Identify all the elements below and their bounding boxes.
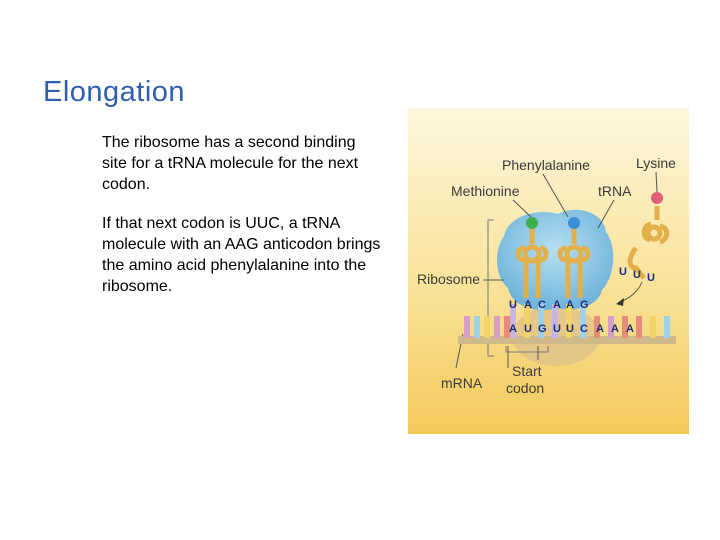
ribosome-bracket [487, 219, 494, 357]
arrow-head [616, 298, 624, 306]
phenylalanine-amino-acid [568, 217, 580, 229]
anticodon-base-5: A [566, 299, 574, 311]
trna-methionine [515, 228, 549, 298]
figure-svg: U A C A A G U U U A U G U U C A [408, 108, 689, 434]
anticodon-base-1: U [509, 299, 517, 311]
trna-lysine-incoming [627, 206, 670, 280]
anticodon-base-4: A [553, 299, 561, 311]
ribosome-large-subunit [496, 209, 614, 310]
slide-body: The ribosome has a second binding site f… [102, 132, 382, 315]
mrna-base-4: U [553, 323, 561, 335]
incoming-anticodon-letters: U U U [619, 266, 655, 284]
slide-title: Elongation [43, 76, 186, 108]
mrna-backbone [458, 336, 676, 344]
label-trna: tRNA [598, 183, 632, 199]
anticodon-base-2: A [524, 299, 532, 311]
paragraph-ribosome-binding-site: The ribosome has a second binding site f… [102, 134, 359, 193]
mrna-base-7: A [596, 323, 604, 335]
label-start: Start [512, 363, 542, 379]
methionine-amino-acid [526, 217, 538, 229]
mrna-base-8: A [611, 323, 619, 335]
label-lysine: Lysine [636, 155, 676, 171]
mrna-base-6: C [580, 323, 588, 335]
anticodon-letters: U A C A A G [509, 299, 589, 311]
mrna-base-5: U [566, 323, 574, 335]
label-phenylalanine: Phenylalanine [502, 157, 590, 173]
start-codon-bracket [505, 346, 549, 353]
lysine-amino-acid [651, 192, 663, 204]
label-ribosome: Ribosome [417, 271, 480, 287]
paragraph-next-codon: If that next codon is UUC, a tRNA molecu… [102, 215, 381, 295]
mrna-base-9: A [626, 323, 634, 335]
mrna-base-2: U [524, 323, 532, 335]
label-codon: codon [506, 380, 544, 396]
label-pointer-lines [455, 171, 658, 369]
anticodon-base-3: C [538, 299, 546, 311]
label-methionine: Methionine [451, 183, 520, 199]
translation-elongation-figure: U A C A A G U U U A U G U U C A [408, 108, 689, 434]
mrna-letters: A U G U U C A A A [509, 323, 634, 335]
incoming-base-3: U [647, 272, 655, 284]
incoming-base-2: U [633, 269, 641, 281]
mrna-base-1: A [509, 323, 517, 335]
trna-phenylalanine [557, 228, 591, 298]
mrna-base-3: G [538, 323, 547, 335]
incoming-base-1: U [619, 266, 627, 278]
anticodon-base-6: G [580, 299, 589, 311]
mrna-nucleotide-bars [464, 304, 670, 338]
label-mrna: mRNA [441, 375, 483, 391]
